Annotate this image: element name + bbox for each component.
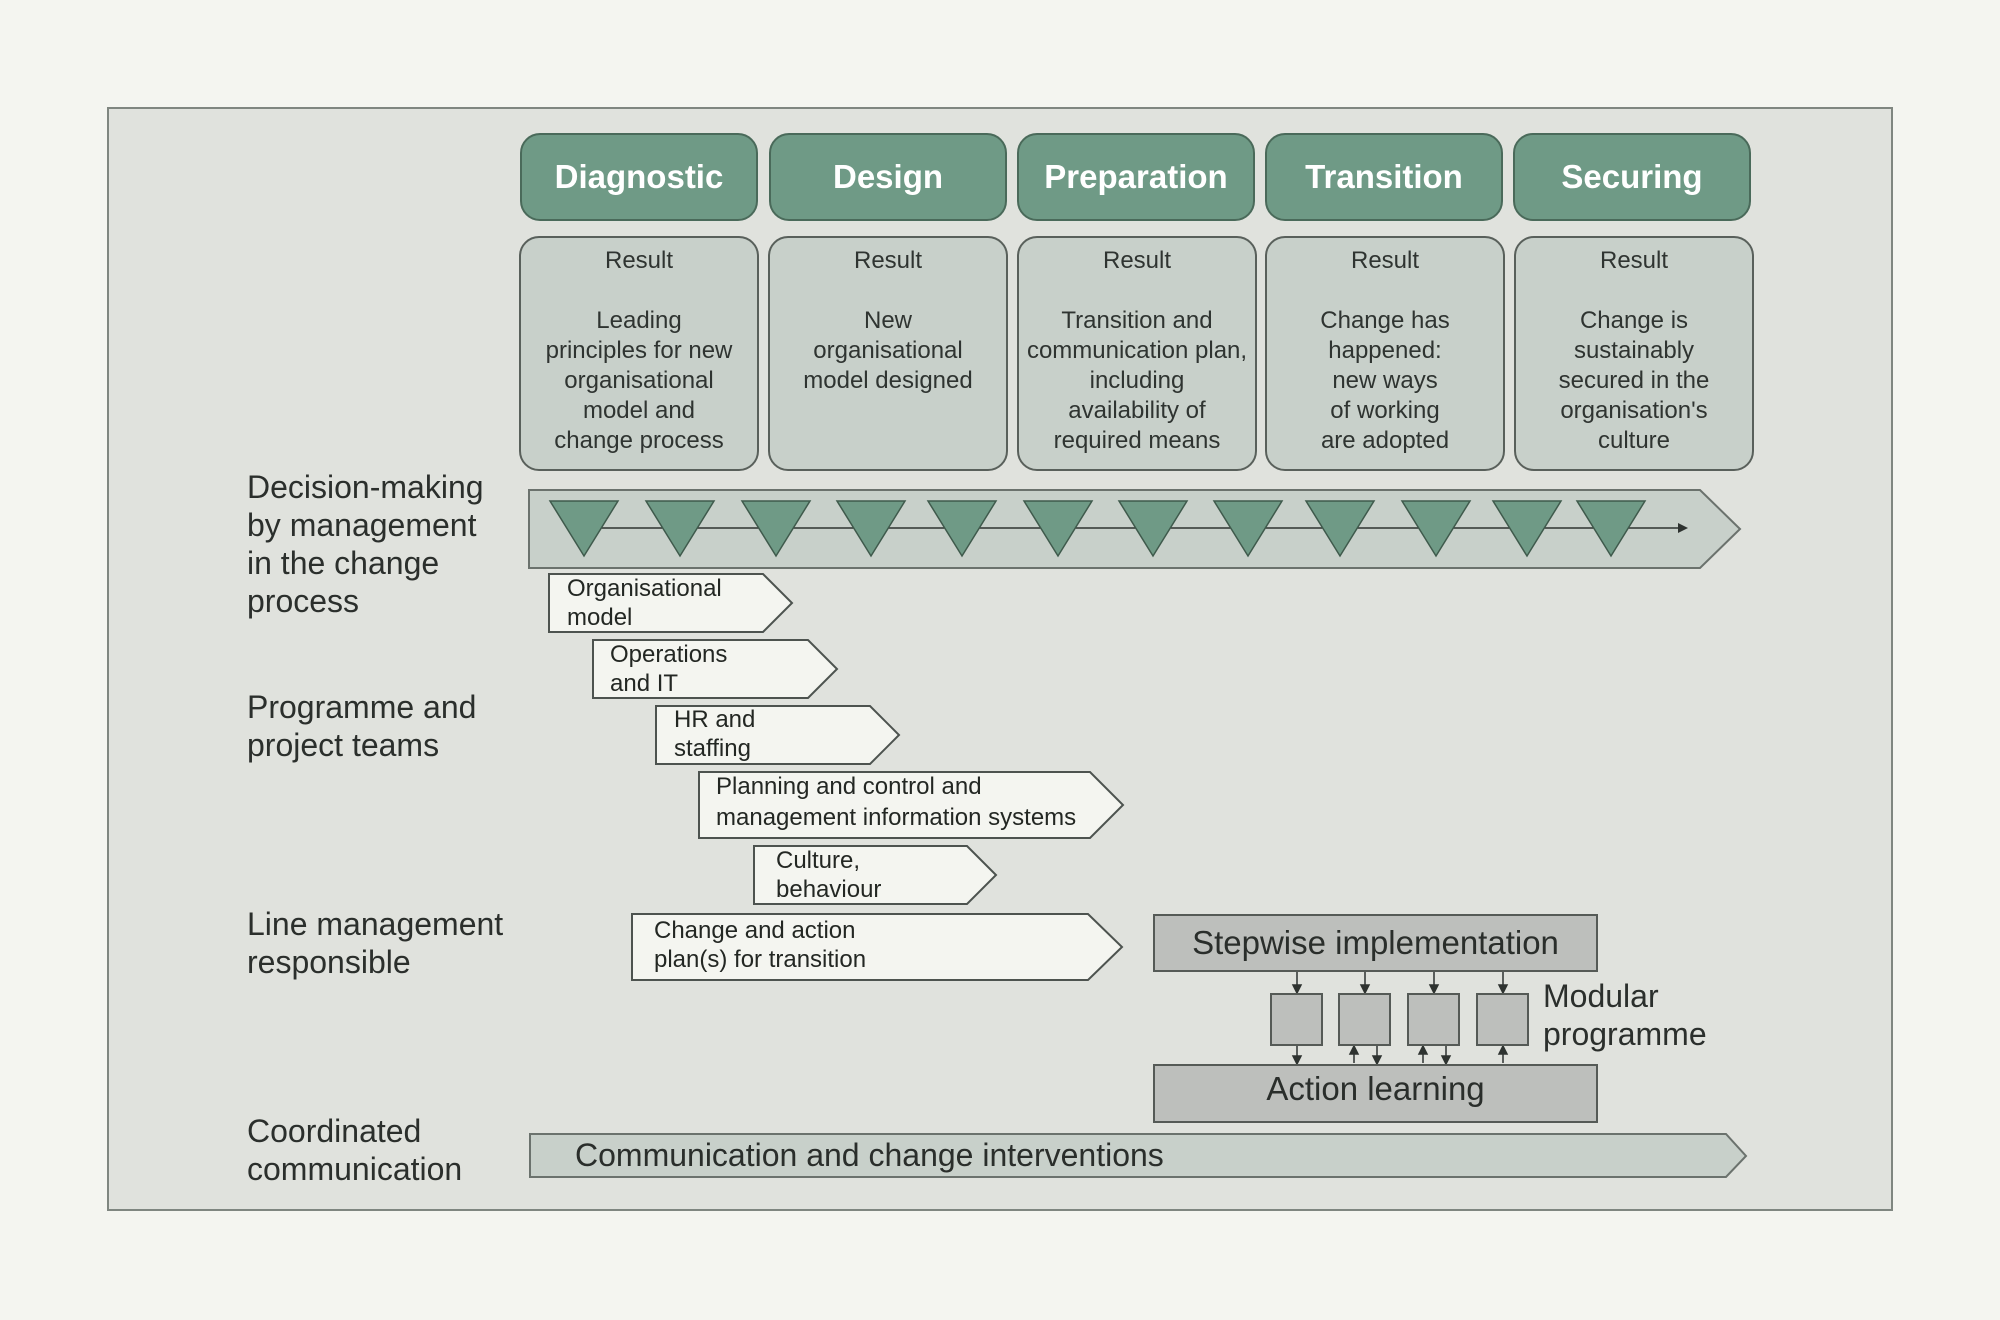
workstream-arrow-hr-staffing xyxy=(655,705,901,765)
result-box-transition: Result Change has happened: new ways of … xyxy=(1265,236,1505,471)
action-learning-box: Action learning xyxy=(1153,1064,1598,1123)
decision-flow-arrowhead xyxy=(1678,523,1688,533)
phase-preparation: Preparation xyxy=(1017,133,1255,221)
result-text: Change is sustainably secured in the org… xyxy=(1558,307,1710,454)
phase-securing: Securing xyxy=(1513,133,1751,221)
workstream-arrow-organisational-model xyxy=(548,573,794,633)
decision-milestone-triangle xyxy=(1575,500,1647,558)
module-box xyxy=(1476,993,1529,1046)
workstream-label-change-action-plan: Change and action plan(s) for transition xyxy=(654,917,867,973)
module-connectors xyxy=(1291,972,1509,1066)
row-label-programme-teams: Programme and project teams xyxy=(247,689,477,763)
decision-milestone-triangle xyxy=(548,500,620,558)
workstream-arrow-operations-it xyxy=(592,639,839,699)
phase-diagnostic: Diagnostic xyxy=(520,133,758,221)
result-text: Change has happened: new ways of working… xyxy=(1320,307,1450,454)
decision-milestone-triangle xyxy=(740,500,812,558)
workstream-label-operations-it: Operations and IT xyxy=(610,641,728,697)
row-label-decision-making: Decision-making by management in the cha… xyxy=(247,469,484,619)
decision-milestone-triangle xyxy=(1491,500,1563,558)
decision-milestone-triangle xyxy=(1400,500,1472,558)
action-learning-label: Action learning xyxy=(1266,1070,1485,1107)
result-box-securing: Result Change is sustainably secured in … xyxy=(1514,236,1754,471)
module-box xyxy=(1407,993,1460,1046)
communication-bar xyxy=(529,1133,1748,1178)
decision-milestone-triangle xyxy=(1022,500,1094,558)
stepwise-implementation-label: Stepwise implementation xyxy=(1192,924,1559,961)
result-box-preparation: Result Transition and communication plan… xyxy=(1017,236,1257,471)
row-label-line-management: Line management responsible xyxy=(247,906,504,980)
workstream-label-hr-staffing: HR and staffing xyxy=(674,706,756,762)
modular-programme-label: Modular programme xyxy=(1543,978,1707,1052)
workstream-label-planning-control: Planning and control and management info… xyxy=(716,773,1077,831)
result-box-diagnostic: Result Leading principles for new organi… xyxy=(519,236,759,471)
result-heading: Result xyxy=(604,247,674,274)
decision-milestone-triangle xyxy=(1117,500,1189,558)
result-text: New organisational model designed xyxy=(803,307,973,394)
decision-milestone-triangle xyxy=(835,500,907,558)
result-heading: Result xyxy=(1350,247,1420,274)
decision-milestone-triangle xyxy=(644,500,716,558)
result-heading: Result xyxy=(1102,247,1172,274)
decision-milestone-triangle xyxy=(1212,500,1284,558)
module-box xyxy=(1338,993,1391,1046)
result-text: Transition and communication plan, inclu… xyxy=(1026,307,1248,454)
decision-milestone-triangle xyxy=(1304,500,1376,558)
workstream-arrow-planning-control xyxy=(698,771,1125,839)
decision-milestone-triangle xyxy=(926,500,998,558)
workstream-arrow-change-action-plan xyxy=(631,913,1124,981)
row-label-coordinated-communication: Coordinated communication xyxy=(247,1113,463,1187)
phase-design: Design xyxy=(769,133,1007,221)
stepwise-implementation-box: Stepwise implementation xyxy=(1153,914,1598,972)
result-heading: Result xyxy=(1599,247,1669,274)
workstream-label-organisational-model: Organisational model xyxy=(567,575,722,631)
decision-milestones xyxy=(548,500,1647,558)
phase-transition: Transition xyxy=(1265,133,1503,221)
workstream-label-culture: Culture, behaviour xyxy=(776,847,882,903)
communication-bar-label: Communication and change interventions xyxy=(575,1137,1164,1173)
result-text: Leading principles for new organisationa… xyxy=(545,307,733,454)
result-box-design: Result New organisational model designed xyxy=(768,236,1008,471)
result-heading: Result xyxy=(853,247,923,274)
module-box xyxy=(1270,993,1323,1046)
workstream-arrow-culture xyxy=(753,845,998,905)
